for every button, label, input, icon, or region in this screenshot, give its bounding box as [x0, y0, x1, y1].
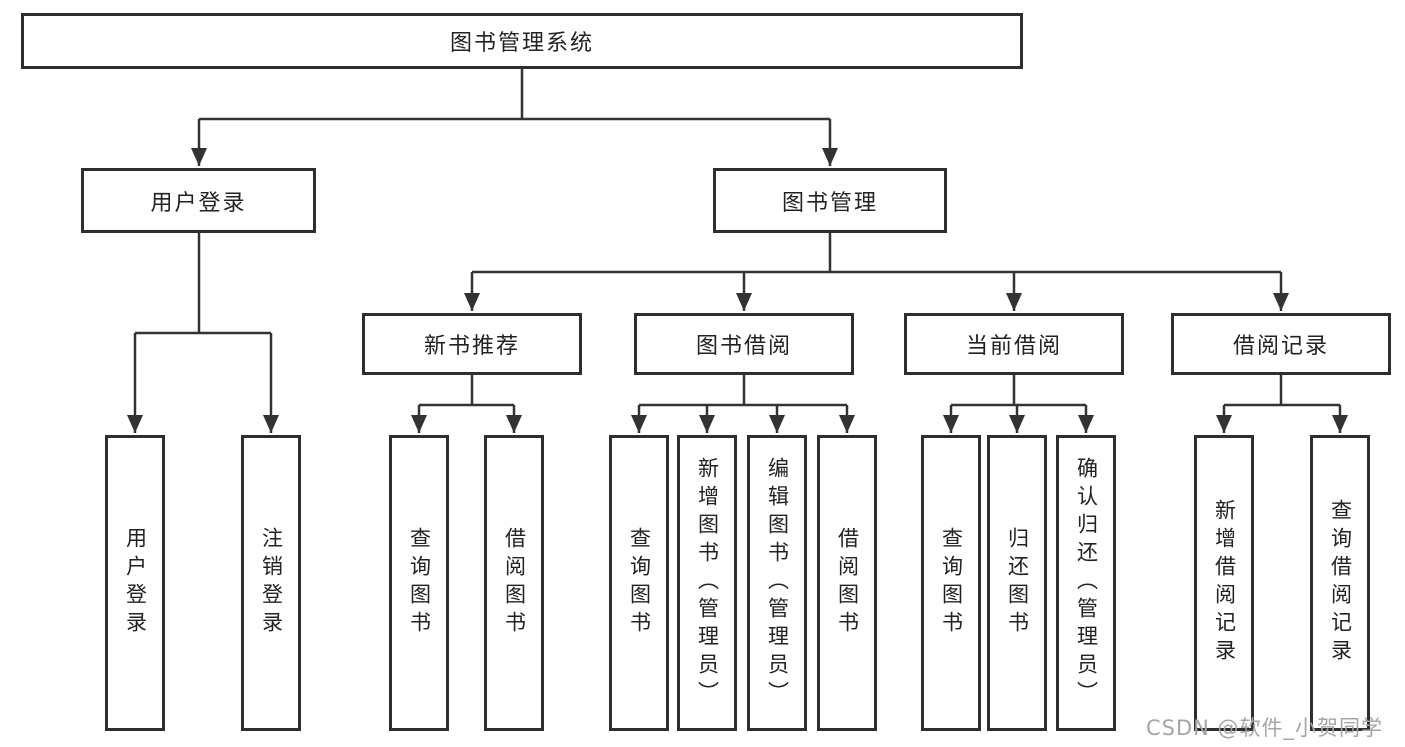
- leaf-query-borrow-record: 查询借阅记录: [1310, 435, 1370, 731]
- leaf-confirm-return-admin-label: 确认归还（管理员）: [1074, 457, 1099, 709]
- node-library-management-system: 图书管理系统: [21, 13, 1023, 69]
- node-new-book-recommendation: 新书推荐: [362, 313, 582, 375]
- leaf-return-book: 归还图书: [987, 435, 1047, 731]
- leaf-query-books-borrow: 查询图书: [609, 435, 669, 731]
- leaf-logout-label: 注销登录: [259, 527, 284, 639]
- leaf-return-book-label: 归还图书: [1005, 527, 1030, 639]
- leaf-add-borrow-record-label: 新增借阅记录: [1212, 499, 1237, 667]
- leaf-borrow-books-label: 借阅图书: [835, 527, 860, 639]
- leaf-borrow-books-recommend-label: 借阅图书: [502, 527, 527, 639]
- node-book-management: 图书管理: [713, 168, 947, 233]
- node-current-borrowing: 当前借阅: [904, 313, 1124, 375]
- leaf-user-login: 用户登录: [105, 435, 165, 731]
- leaf-query-books-recommend: 查询图书: [389, 435, 449, 731]
- leaf-logout: 注销登录: [241, 435, 301, 731]
- leaf-add-book-admin: 新增图书（管理员）: [677, 435, 737, 731]
- leaf-query-books-current-label: 查询图书: [939, 527, 964, 639]
- leaf-query-books-current: 查询图书: [921, 435, 981, 731]
- leaf-add-book-admin-label: 新增图书（管理员）: [695, 457, 720, 709]
- leaf-borrow-books-recommend: 借阅图书: [484, 435, 544, 731]
- leaf-confirm-return-admin: 确认归还（管理员）: [1056, 435, 1116, 731]
- leaf-user-login-label: 用户登录: [123, 527, 148, 639]
- node-user-login: 用户登录: [81, 168, 316, 233]
- leaf-query-borrow-record-label: 查询借阅记录: [1328, 499, 1353, 667]
- csdn-watermark: CSDN @软件_小贺同学: [1146, 716, 1384, 740]
- leaf-add-borrow-record: 新增借阅记录: [1194, 435, 1254, 731]
- leaf-query-books-recommend-label: 查询图书: [407, 527, 432, 639]
- leaf-edit-book-admin-label: 编辑图书（管理员）: [765, 457, 790, 709]
- leaf-edit-book-admin: 编辑图书（管理员）: [747, 435, 807, 731]
- node-book-borrowing: 图书借阅: [634, 313, 854, 375]
- leaf-borrow-books: 借阅图书: [817, 435, 877, 731]
- node-borrowing-records: 借阅记录: [1171, 313, 1391, 375]
- leaf-query-books-borrow-label: 查询图书: [627, 527, 652, 639]
